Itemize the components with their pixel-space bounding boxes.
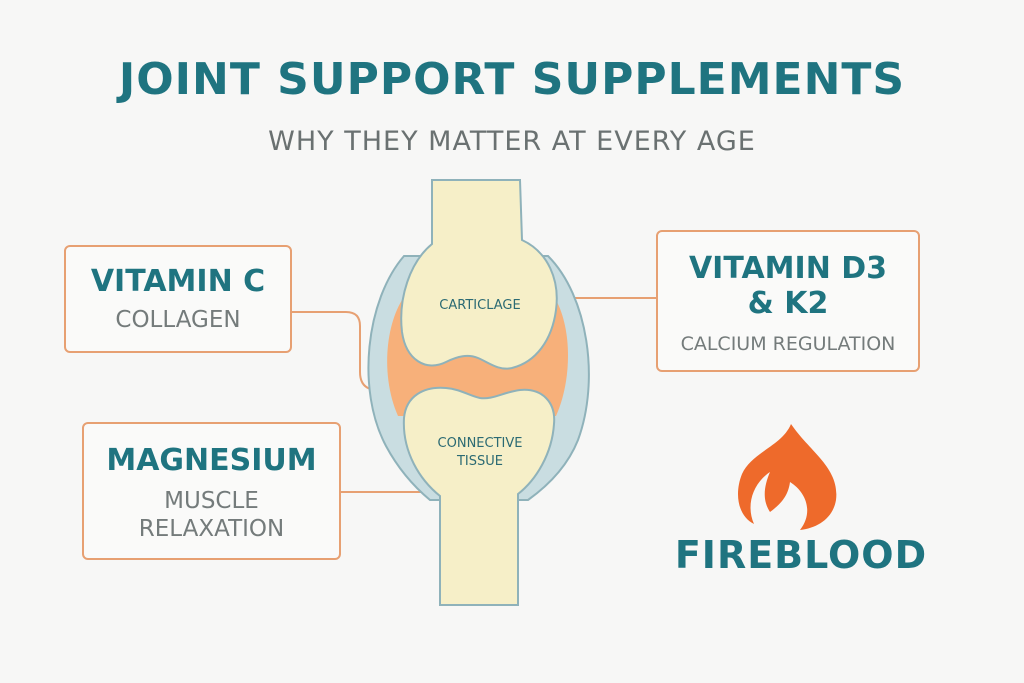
magnesium-sub-line2: RELAXATION (138, 516, 285, 543)
page-subtitle: WHY THEY MATTER AT EVERY AGE (268, 126, 756, 157)
vitamin-d3-k2-card: VITAMIN D3 & K2 CALCIUM REGULATION (656, 230, 920, 372)
connective-label-line1: CONNECTIVE (438, 436, 523, 451)
magnesium-sub-line1: MUSCLE (164, 487, 259, 514)
vitamin-c-card: VITAMIN C COLLAGEN (64, 245, 292, 353)
vitamin-c-sub: COLLAGEN (115, 306, 241, 333)
connective-label-line2: TISSUE (456, 454, 503, 469)
flame-icon (738, 424, 837, 530)
vitamin-d3-sub: CALCIUM REGULATION (680, 333, 896, 355)
upper-bone (400, 179, 558, 370)
vitamin-c-title: VITAMIN C (90, 264, 266, 299)
brand-name: FIREBLOOD (674, 533, 928, 577)
lower-bone (402, 386, 556, 606)
page-title: JOINT SUPPORT SUPPLEMENTS (118, 54, 906, 105)
vitamin-d3-title-line1: VITAMIN D3 (688, 251, 888, 286)
cartilage-label: CARTICLAGE (439, 298, 520, 313)
magnesium-card: MAGNESIUM MUSCLE RELAXATION (82, 422, 341, 560)
magnesium-title: MAGNESIUM (106, 443, 317, 478)
vitamin-d3-title-line2: & K2 (747, 285, 829, 321)
